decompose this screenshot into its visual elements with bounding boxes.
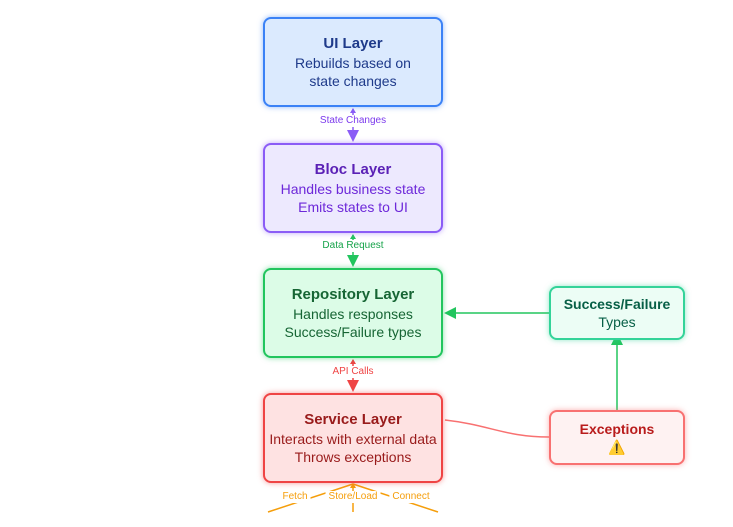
repository-layer-line-2: Success/Failure types	[284, 324, 422, 340]
bloc-layer-title: Bloc Layer	[314, 161, 392, 178]
warning-icon: ⚠️	[608, 438, 626, 455]
edge-state-changes-start	[350, 108, 356, 113]
edge-api-calls-start	[350, 359, 356, 364]
success-failure-node: Success/Failure Types	[549, 286, 685, 340]
exceptions-node: Exceptions ⚠️	[549, 410, 685, 465]
bloc-layer-node: Bloc Layer Handles business state Emits …	[263, 143, 443, 233]
edge-label-connect: Connect	[389, 491, 433, 503]
edge-label-store-load: Store/Load	[325, 491, 381, 503]
edge-label-state-changes: State Changes	[316, 115, 390, 127]
bloc-layer-line-2: Emits states to UI	[298, 199, 408, 215]
edge-label-fetch: Fetch	[279, 491, 311, 503]
edge-data-request-start	[350, 234, 356, 239]
service-layer-line-2: Throws exceptions	[294, 449, 412, 465]
repository-layer-title: Repository Layer	[291, 286, 415, 303]
exceptions-title: Exceptions	[579, 420, 655, 437]
ui-layer-node: UI Layer Rebuilds based on state changes	[263, 17, 443, 107]
ui-layer-line-2: state changes	[309, 73, 397, 89]
edge-label-api-calls: API Calls	[329, 366, 377, 378]
bloc-layer-line-1: Handles business state	[280, 181, 426, 197]
service-layer-title: Service Layer	[304, 411, 402, 428]
edge-service-to-exceptions	[444, 419, 550, 438]
success-failure-line-1: Types	[598, 314, 636, 330]
service-layer-line-1: Interacts with external data	[269, 431, 437, 447]
edge-orange-origin	[350, 483, 356, 488]
service-layer-node: Service Layer Interacts with external da…	[263, 393, 443, 483]
ui-layer-title: UI Layer	[323, 35, 383, 52]
ui-layer-line-1: Rebuilds based on	[295, 55, 411, 71]
repository-layer-line-1: Handles responses	[293, 306, 413, 322]
repository-layer-node: Repository Layer Handles responses Succe…	[263, 268, 443, 358]
success-failure-title: Success/Failure	[563, 296, 671, 312]
edge-label-data-request: Data Request	[319, 240, 387, 252]
